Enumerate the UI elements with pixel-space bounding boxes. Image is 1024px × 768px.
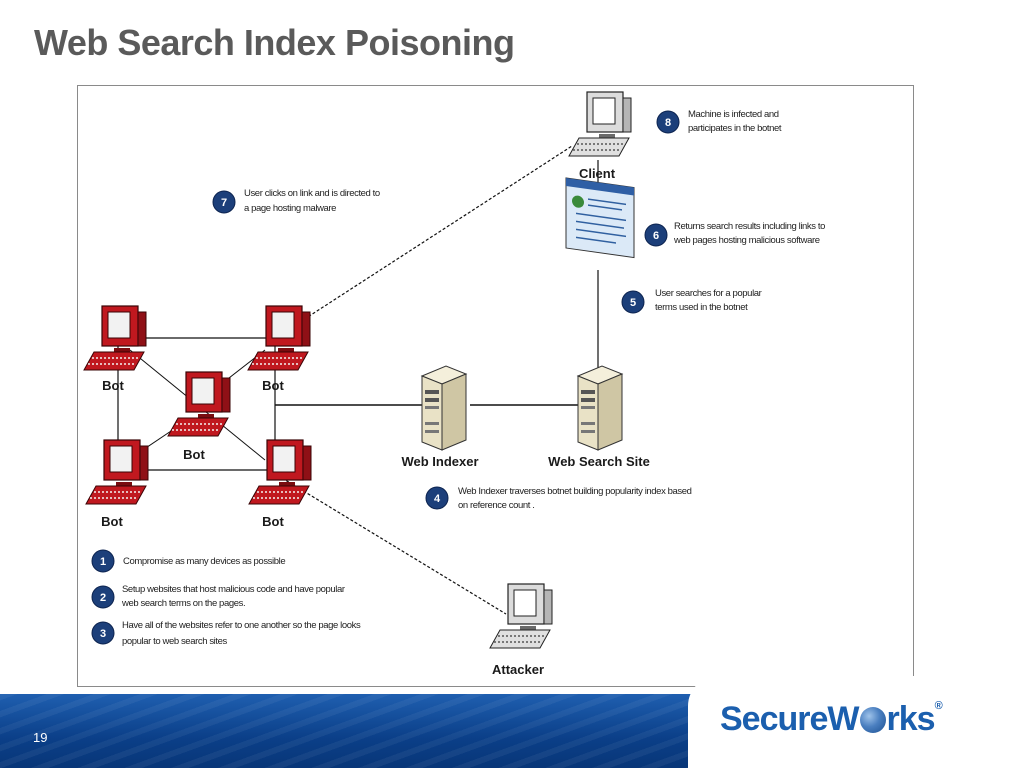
- step-7-line1: User clicks on link and is directed to: [244, 188, 380, 199]
- bot-bottom-left-icon: [85, 439, 149, 505]
- step-3-line1: Have all of the websites refer to one an…: [122, 620, 361, 631]
- step-5-number: 5: [630, 297, 636, 309]
- step-8-line2: participates in the botnet: [688, 123, 782, 134]
- attacker-label: Attacker: [492, 662, 544, 677]
- web-indexer-server-icon: [421, 365, 467, 451]
- web-search-site-label: Web Search Site: [548, 454, 650, 469]
- registered-mark: ®: [934, 700, 943, 712]
- page-title: Web Search Index Poisoning: [34, 22, 515, 63]
- step-4-number: 4: [434, 493, 441, 505]
- step-1-line1: Compromise as many devices as possible: [123, 556, 285, 567]
- step-2-line1: Setup websites that host malicious code …: [122, 584, 345, 595]
- step-4-line2: on reference count .: [458, 500, 535, 511]
- logo-part1: SecureW: [720, 700, 859, 738]
- step-5-line2: terms used in the botnet: [655, 302, 748, 313]
- page-number: 19: [33, 730, 48, 745]
- step-6-number: 6: [653, 230, 659, 242]
- bot-top-right-label: Bot: [262, 378, 284, 393]
- step-8-number: 8: [665, 117, 671, 129]
- client-label: Client: [579, 166, 616, 181]
- step-6-line1: Returns search results including links t…: [674, 221, 825, 232]
- bot-bottom-right-label: Bot: [262, 514, 284, 529]
- secureworks-logo: SecureW rks®: [720, 700, 943, 739]
- web-search-site-server-icon: [577, 365, 623, 451]
- step-2-line2: web search terms on the pages.: [121, 598, 245, 609]
- logo-part2: rks: [886, 700, 936, 738]
- bot-center-icon: [167, 371, 231, 437]
- step-7-number: 7: [221, 197, 227, 209]
- bot-bottom-left-label: Bot: [101, 514, 123, 529]
- step-3-number: 3: [100, 628, 106, 640]
- web-indexer-label: Web Indexer: [401, 454, 478, 469]
- globe-icon: [859, 707, 886, 733]
- bot-center-label: Bot: [183, 447, 205, 462]
- client-computer-icon: [568, 91, 632, 157]
- step-2-number: 2: [100, 592, 106, 604]
- step-4-line1: Web Indexer traverses botnet building po…: [458, 486, 692, 497]
- step-7-line2: a page hosting malware: [244, 203, 336, 214]
- step-6-line2: web pages hosting malicious software: [673, 235, 820, 246]
- step-3-line2: popular to web search sites: [122, 636, 227, 647]
- logo-panel: [688, 676, 1024, 768]
- bot-bottom-right-icon: [248, 439, 312, 505]
- bot-top-left-icon: [83, 305, 147, 371]
- attacker-computer-icon: [489, 583, 553, 649]
- search-results-page-icon: [565, 177, 635, 259]
- step-5-line1: User searches for a popular: [655, 288, 762, 299]
- bot-top-left-label: Bot: [102, 378, 124, 393]
- step-8-line1: Machine is infected and: [688, 109, 779, 120]
- step-1-number: 1: [100, 556, 106, 568]
